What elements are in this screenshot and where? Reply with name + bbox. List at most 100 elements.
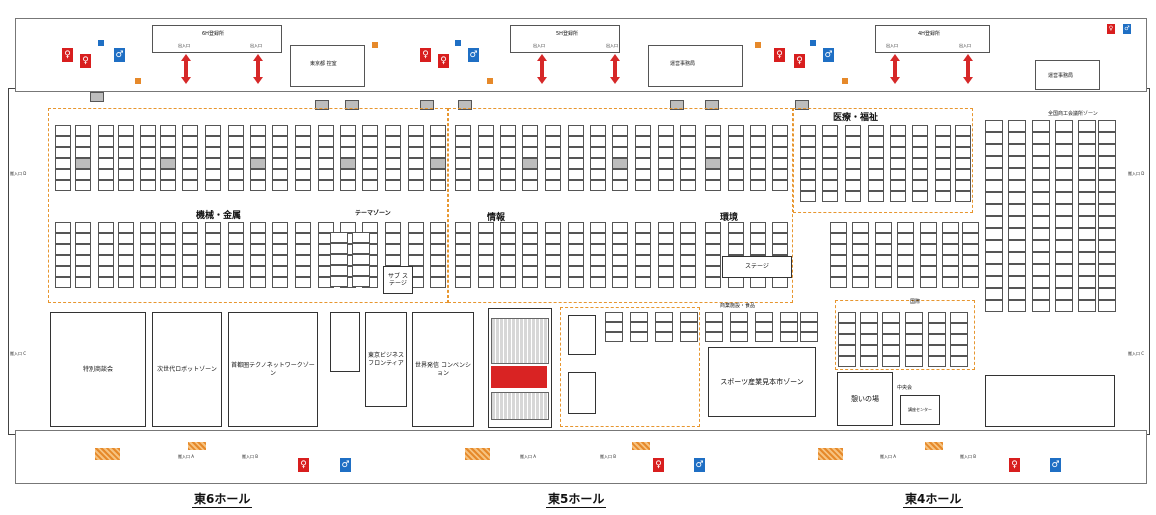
booth (680, 332, 698, 342)
booth (928, 345, 946, 356)
booth (605, 332, 623, 342)
service-block (345, 100, 359, 110)
booth (500, 158, 516, 169)
booth (98, 147, 114, 158)
loading-zone (818, 448, 843, 460)
area-label-international: 国際 (910, 299, 921, 305)
zone-special-booth-label: 特別商談会 (82, 365, 113, 373)
booth (340, 222, 356, 233)
zone-business-frontier: 東京ビジネス フロンティア (365, 312, 407, 407)
booth (1078, 240, 1096, 252)
booth (772, 147, 788, 158)
booth (408, 233, 424, 244)
booth (455, 244, 471, 255)
booth (295, 277, 311, 288)
booth (75, 222, 91, 233)
orange-marker (755, 42, 761, 48)
booth (897, 266, 914, 277)
booth (962, 222, 979, 233)
booth (935, 147, 951, 158)
loading-zone (925, 442, 943, 450)
booth (500, 266, 516, 277)
booth (890, 147, 906, 158)
booth (750, 222, 766, 233)
booth (912, 180, 928, 191)
zone-robot: 次世代ロボットゾーン (152, 312, 222, 427)
booth (160, 266, 176, 277)
booth (728, 147, 744, 158)
booth (295, 255, 311, 266)
booth (160, 277, 176, 288)
booth (962, 266, 979, 277)
booth (845, 136, 861, 147)
booth (1008, 156, 1026, 168)
booth (118, 277, 134, 288)
booth (1098, 144, 1116, 156)
area-label-environment: 環境 (720, 213, 739, 223)
entrance-label: 出入口 (959, 43, 971, 48)
booth (500, 233, 516, 244)
booth (272, 169, 288, 180)
booth (228, 180, 244, 191)
booth (455, 136, 471, 147)
booth (160, 125, 176, 136)
booth (55, 125, 71, 136)
area-label-national: 全国商工会議所ゾーン (1048, 111, 1098, 117)
booth (430, 147, 446, 158)
booth (522, 233, 538, 244)
booth (1008, 288, 1026, 300)
booth (182, 147, 198, 158)
toilet-icon: ♂ (468, 48, 479, 62)
booth (822, 158, 838, 169)
booth (385, 125, 401, 136)
booth (568, 147, 584, 158)
bottom-entrance-label: 搬入口 B (960, 454, 977, 459)
booth (1032, 144, 1050, 156)
booth (1008, 168, 1026, 180)
booth (295, 169, 311, 180)
booth (680, 169, 696, 180)
booth (985, 168, 1003, 180)
zone-business-frontier-label: 東京ビジネス フロンティア (368, 352, 405, 367)
toilet-icon: ♀ (1009, 458, 1020, 472)
booth (1078, 180, 1096, 192)
zone-boundary (448, 108, 793, 303)
booth (228, 244, 244, 255)
booth (430, 169, 446, 180)
area-label-medical: 医療・福祉 (833, 113, 879, 123)
booth (1078, 204, 1096, 216)
stage-seating (491, 318, 549, 364)
toilet-icon: ♂ (114, 48, 125, 62)
booth (985, 204, 1003, 216)
booth (845, 147, 861, 158)
booth (890, 125, 906, 136)
booth (920, 233, 937, 244)
booth (478, 158, 494, 169)
booth (755, 322, 773, 332)
booth (1032, 132, 1050, 144)
booth (852, 244, 869, 255)
booth (905, 345, 923, 356)
booth (500, 277, 516, 288)
booth (1008, 276, 1026, 288)
booth (228, 266, 244, 277)
hall-name-east6: 東6ホール (192, 492, 253, 508)
booth (250, 158, 266, 169)
stage-seating-lower (491, 392, 549, 420)
zone-boundary (48, 108, 448, 303)
booth (118, 136, 134, 147)
booth (478, 255, 494, 266)
booth (875, 244, 892, 255)
booth (905, 334, 923, 345)
booth (352, 265, 370, 276)
toilet-icon: ♀ (1107, 24, 1115, 34)
booth (55, 266, 71, 277)
booth (680, 222, 696, 233)
booth (362, 136, 378, 147)
booth (875, 255, 892, 266)
booth (680, 312, 698, 322)
booth (635, 180, 651, 191)
registration-4h-label: 4H登録所 (918, 31, 940, 37)
booth (860, 345, 878, 356)
booth (330, 276, 348, 287)
